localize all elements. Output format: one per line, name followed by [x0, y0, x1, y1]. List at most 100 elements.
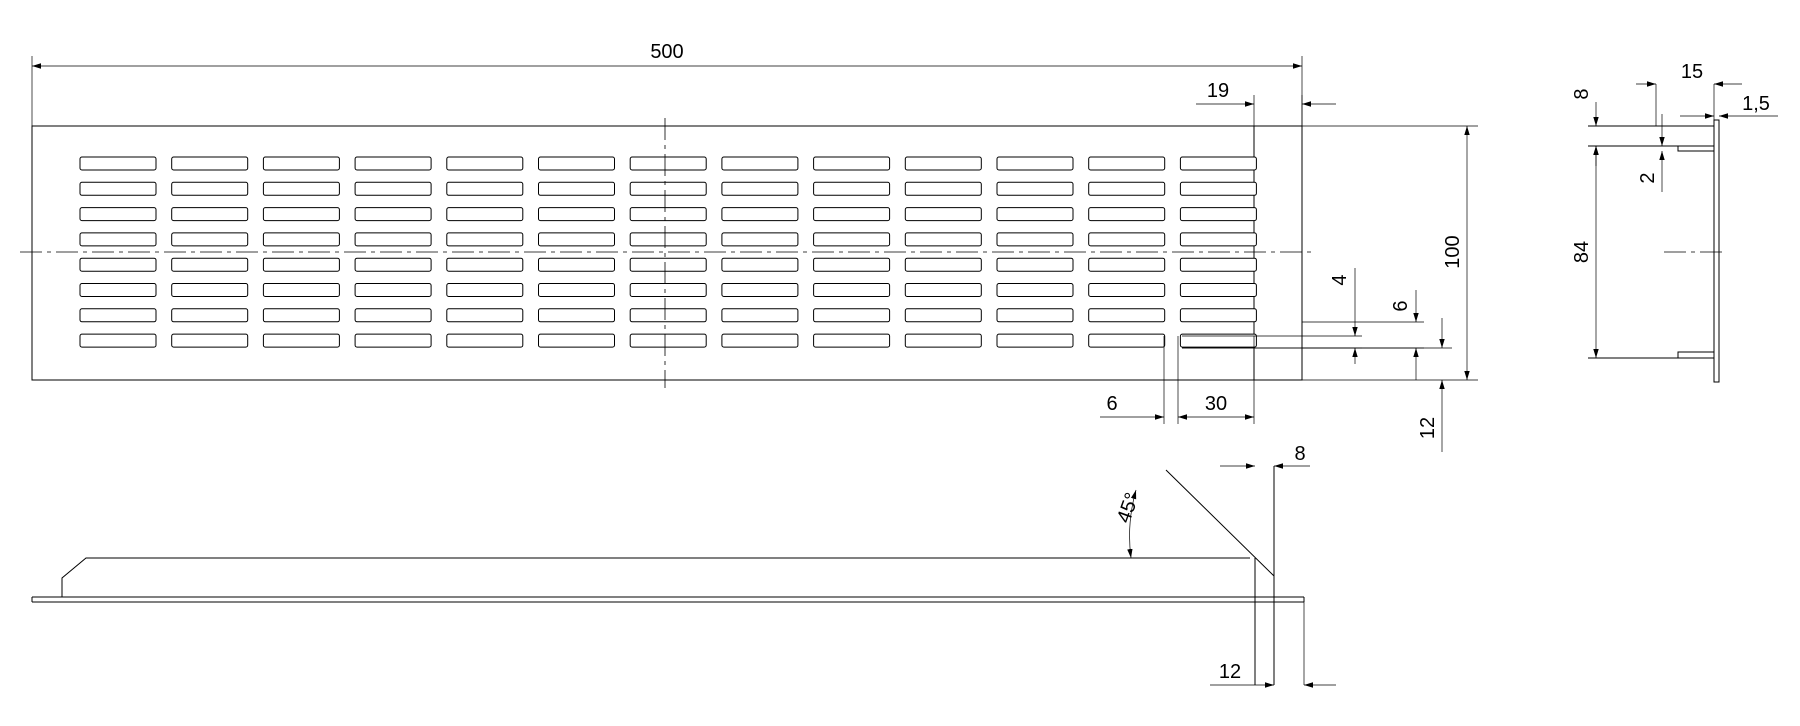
vent-slot [262, 283, 340, 297]
vent-slot [1088, 232, 1166, 247]
dim-2-label: 2 [1637, 172, 1659, 183]
vent-slot [996, 232, 1074, 247]
vent-slot [629, 156, 707, 171]
dim-19-label: 19 [1207, 80, 1229, 102]
dim-100-label: 100 [1442, 235, 1464, 268]
vent-slot [354, 283, 432, 297]
vent-slot [996, 333, 1074, 348]
vent-slot [538, 333, 615, 348]
vent-slot [538, 181, 615, 196]
grille-plate-outline [31, 125, 1303, 381]
dimension-angle: 45° [1113, 489, 1144, 559]
dimension-profile-depth: 15 [1636, 61, 1742, 126]
vent-slot [813, 232, 891, 247]
vent-slot [354, 308, 432, 323]
dimension-bottom-margin: 12 [1182, 318, 1452, 452]
dim-4-label: 4 [1329, 274, 1351, 285]
vent-slot [79, 257, 157, 272]
vent-slot [538, 283, 615, 297]
vent-slot [996, 308, 1074, 323]
vent-slot [904, 232, 982, 247]
vent-slot [1179, 207, 1257, 222]
vent-slot [1088, 283, 1166, 297]
dim-30-label: 30 [1205, 393, 1227, 415]
dim-6-pitch-label: 6 [1390, 300, 1412, 311]
dimension-small-gap: 2 [1637, 114, 1665, 192]
dim-8-top-label: 8 [1571, 88, 1593, 99]
vent-slot [354, 333, 432, 348]
profile-view [31, 466, 1305, 685]
dimension-slot-pitch: 6 [1302, 290, 1424, 380]
vent-slot [262, 232, 340, 247]
vent-slot [171, 207, 249, 222]
vent-slot [996, 257, 1074, 272]
vent-slot [996, 181, 1074, 196]
vent-slot [629, 232, 707, 247]
vent-slot [1088, 333, 1166, 348]
vent-slot [79, 333, 157, 348]
vent-slot [171, 181, 249, 196]
dim-12-offset-label: 12 [1219, 661, 1241, 683]
vent-slot [538, 232, 615, 247]
dim-84-label: 84 [1571, 241, 1593, 263]
slot-grid [79, 156, 1257, 348]
vent-slot [1088, 207, 1166, 222]
vent-slot [721, 156, 799, 171]
vent-slot [79, 181, 157, 196]
dimension-slot-spacing: 6 30 [1100, 336, 1255, 424]
vent-slot [629, 283, 707, 297]
vent-slot [446, 333, 524, 348]
dim-1-5-label: 1,5 [1742, 93, 1770, 115]
vent-slot [1088, 156, 1166, 171]
vent-slot [721, 257, 799, 272]
vent-slot [904, 283, 982, 297]
vent-slot [813, 333, 891, 348]
vent-slot [262, 333, 340, 348]
dim-45-label: 45° [1113, 490, 1144, 526]
vent-slot [1179, 257, 1257, 272]
vent-slot [79, 232, 157, 247]
vent-slot [813, 257, 891, 272]
dimension-top-lip: 8 [1571, 88, 1599, 166]
vent-slot [904, 257, 982, 272]
vent-slot [446, 257, 524, 272]
dimension-lip-width: 8 [1220, 443, 1310, 469]
vent-slot [171, 257, 249, 272]
dim-500-label: 500 [650, 41, 683, 63]
vent-slot [1179, 308, 1257, 323]
vent-slot [262, 308, 340, 323]
dimension-total-length: 500 [31, 41, 1303, 126]
vent-slot [354, 156, 432, 171]
vent-slot [629, 333, 707, 348]
vent-slot [1088, 257, 1166, 272]
vent-slot [721, 181, 799, 196]
vent-slot [538, 156, 615, 171]
vent-slot [996, 207, 1074, 222]
vent-slot [446, 308, 524, 323]
vent-slot [446, 156, 524, 171]
vent-slot [1179, 333, 1257, 348]
vent-slot [1179, 181, 1257, 196]
vent-slot [262, 156, 340, 171]
front-view [20, 118, 1312, 388]
vent-slot [1088, 181, 1166, 196]
vent-slot [538, 257, 615, 272]
vent-slot [813, 156, 891, 171]
vent-slot [1179, 283, 1257, 297]
dimension-bottom-offset: 12 [1210, 602, 1336, 688]
vent-slot [1179, 156, 1257, 171]
vent-slot [262, 181, 340, 196]
vent-slot [721, 232, 799, 247]
vent-slot [904, 181, 982, 196]
dim-8-lip-label: 8 [1294, 443, 1305, 465]
vent-slot [813, 283, 891, 297]
dimension-end-flange: 19 [1196, 80, 1336, 126]
vent-slot [354, 181, 432, 196]
vent-slot [79, 283, 157, 297]
vent-slot [79, 156, 157, 171]
vent-slot [446, 283, 524, 297]
vent-slot [813, 181, 891, 196]
vent-slot [446, 181, 524, 196]
vent-slot [904, 156, 982, 171]
vent-slot [354, 232, 432, 247]
